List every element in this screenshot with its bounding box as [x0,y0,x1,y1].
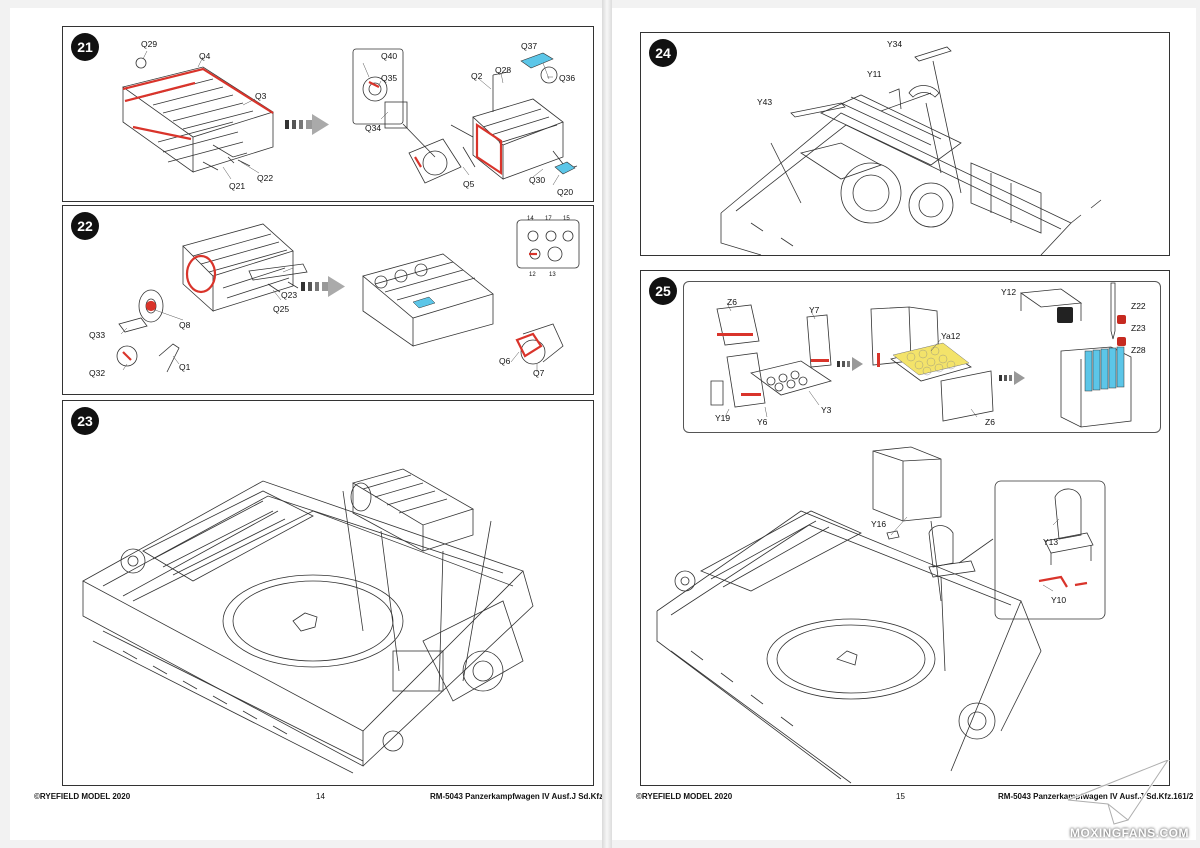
step-number-badge: 22 [71,212,99,240]
part-label: Z28 [1131,345,1146,355]
part-label: Y3 [821,405,832,415]
part-label: Y13 [1043,537,1059,547]
footer-copyright: ©RYEFIELD MODEL 2020 [34,792,131,801]
part-label: Q8 [179,320,191,330]
gauge-number: 12 [529,272,536,278]
part-label: Z22 [1131,301,1146,311]
step-25-panel: 25 [640,270,1170,786]
step-23-panel: 23 [62,400,594,786]
part-label: Q1 [179,362,191,372]
part-label: Q21 [229,181,246,191]
part-label: Q35 [381,73,398,83]
part-label: Q2 [471,71,483,81]
step-21-illustration [122,48,578,186]
part-label: Q28 [495,65,512,75]
part-label: Y34 [887,39,903,49]
part-label: Q25 [273,304,290,314]
part-label: Q22 [257,173,274,183]
step-21-panel: 21 [62,26,594,202]
part-label: Q7 [533,368,545,378]
part-label: Y43 [757,97,773,107]
watermark-text: MOXINGFANS.COM [1070,826,1190,840]
gauge-number: 13 [549,272,556,278]
part-label: Y12 [1001,287,1017,297]
step-22-panel: 22 [62,205,594,395]
right-page: 24 Y34 Y11 [612,8,1196,840]
part-label: Y7 [809,305,820,315]
book-spine [602,0,612,848]
footer-product: RM-5043 Panzerkampfwagen IV Ausf.J Sd.Kf… [998,792,1194,801]
gauge-number: 14 [527,216,534,222]
part-label: Y10 [1051,595,1067,605]
footer-copyright: ©RYEFIELD MODEL 2020 [636,792,733,801]
step-24-illustration [720,46,1102,255]
step-number-badge: 21 [71,33,99,61]
page-number: 15 [896,792,905,801]
gauge-number: 17 [545,216,552,222]
part-label: Ya12 [941,331,961,341]
step-23-illustration [82,468,534,774]
part-label: Q5 [463,179,475,189]
part-label: Q30 [529,175,546,185]
part-label: Q36 [559,73,576,83]
left-page: 21 [10,8,625,840]
part-label: Q32 [89,368,106,378]
part-label: Q3 [255,91,267,101]
gauge-number: 15 [563,216,570,222]
part-label: Z6 [727,297,737,307]
part-label: Q20 [557,187,574,197]
watermark-logo-icon [1067,760,1170,826]
glue-icon [1057,307,1073,323]
step-25-illustration [656,282,1132,784]
part-label: Q34 [365,123,382,133]
step-number-badge: 23 [71,407,99,435]
part-label: Q37 [521,41,538,51]
part-label: Z6 [985,417,995,427]
part-label: Y19 [715,413,731,423]
step-number-badge: 25 [649,277,677,305]
part-label: Y6 [757,417,768,427]
part-label: Q23 [281,290,298,300]
part-label: Q6 [499,356,511,366]
part-label: Q4 [199,51,211,61]
part-label: Q29 [141,39,158,49]
step-number-badge: 24 [649,39,677,67]
step-22-illustration [116,219,580,373]
page-number: 14 [316,792,325,801]
paint-swatch-icon [1117,315,1126,324]
step-24-panel: 24 Y34 Y11 [640,32,1170,256]
part-label: Z23 [1131,323,1146,333]
part-label: Y16 [871,519,887,529]
paint-swatch-icon [1117,337,1126,346]
part-label: Y11 [867,69,882,79]
part-label: Q33 [89,330,106,340]
part-label: Q40 [381,51,398,61]
footer-product: RM-5043 Panzerkampfwagen IV Ausf.J Sd.Kf… [430,792,626,801]
